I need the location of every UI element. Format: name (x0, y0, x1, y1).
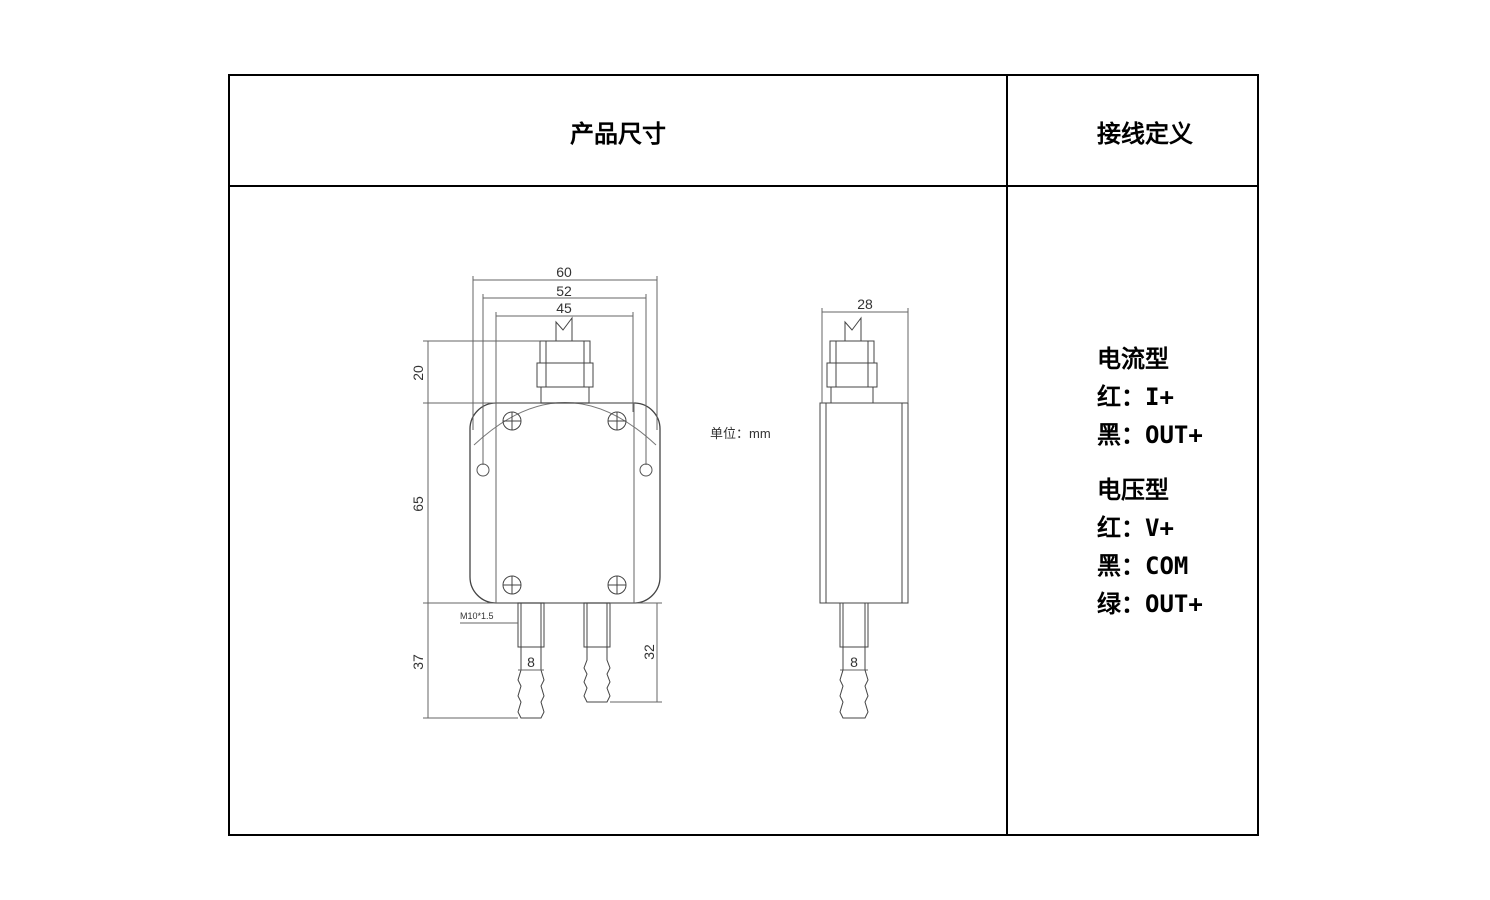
voltage-type-line: 绿：OUT+ (1097, 590, 1203, 618)
dim-lines-top (472, 276, 658, 465)
mounting-hole-bottom-left (502, 575, 522, 595)
dim-65: 65 (410, 496, 426, 512)
table-right-border (1257, 74, 1259, 836)
wiring-header: 接线定义 (1097, 120, 1193, 148)
voltage-type-title: 电压型 (1097, 476, 1169, 504)
dim-32: 32 (641, 644, 657, 660)
front-nozzle-left (517, 602, 545, 719)
front-nozzle-right (583, 602, 611, 703)
dim-8-side: 8 (850, 654, 858, 670)
mounting-hole-bottom-right (607, 575, 627, 595)
side-cable-gland (826, 316, 878, 404)
dim-lines-left (423, 340, 540, 719)
dim-20: 20 (410, 365, 426, 381)
column-divider (1006, 74, 1008, 836)
thread-label: M10*1.5 (460, 611, 494, 621)
side-dim-top (821, 308, 909, 403)
front-inner-panel (495, 402, 635, 604)
current-type-title: 电流型 (1097, 345, 1169, 373)
dim-37: 37 (410, 654, 426, 670)
current-type-line: 黑：OUT+ (1097, 421, 1203, 449)
side-body (819, 402, 909, 604)
mounting-hole-top-left (502, 411, 522, 431)
dim-45: 45 (556, 300, 572, 316)
dim-8-front: 8 (527, 654, 535, 670)
side-nozzle (839, 602, 869, 719)
mounting-hole-top-right (607, 411, 627, 431)
front-cable-gland (536, 316, 594, 404)
dimensions-header: 产品尺寸 (570, 120, 666, 148)
side-hole-right (639, 463, 653, 477)
dim-28: 28 (857, 296, 873, 312)
table-bottom-border (228, 834, 1259, 836)
unit-label: 单位：mm (710, 426, 771, 441)
table-left-border (228, 74, 230, 836)
dim-lines-right (610, 602, 662, 703)
header-divider (228, 185, 1259, 187)
dim-60: 60 (556, 264, 572, 280)
side-hole-left (476, 463, 490, 477)
front-top-arc (473, 402, 657, 446)
dimension-drawing: 60 52 45 20 65 37 M10*1.5 8 32 28 8 单位：m… (410, 264, 909, 719)
current-type-line: 红：I+ (1097, 383, 1174, 411)
front-body (469, 402, 661, 604)
table-top-border (228, 74, 1259, 76)
voltage-type-line: 红：V+ (1097, 514, 1174, 542)
wiring-definitions: 电流型 红：I+ 黑：OUT+ 电压型 红：V+ 黑：COM 绿：OUT+ (1097, 340, 1203, 623)
dim-52: 52 (556, 283, 572, 299)
voltage-type-line: 黑：COM (1097, 552, 1189, 580)
